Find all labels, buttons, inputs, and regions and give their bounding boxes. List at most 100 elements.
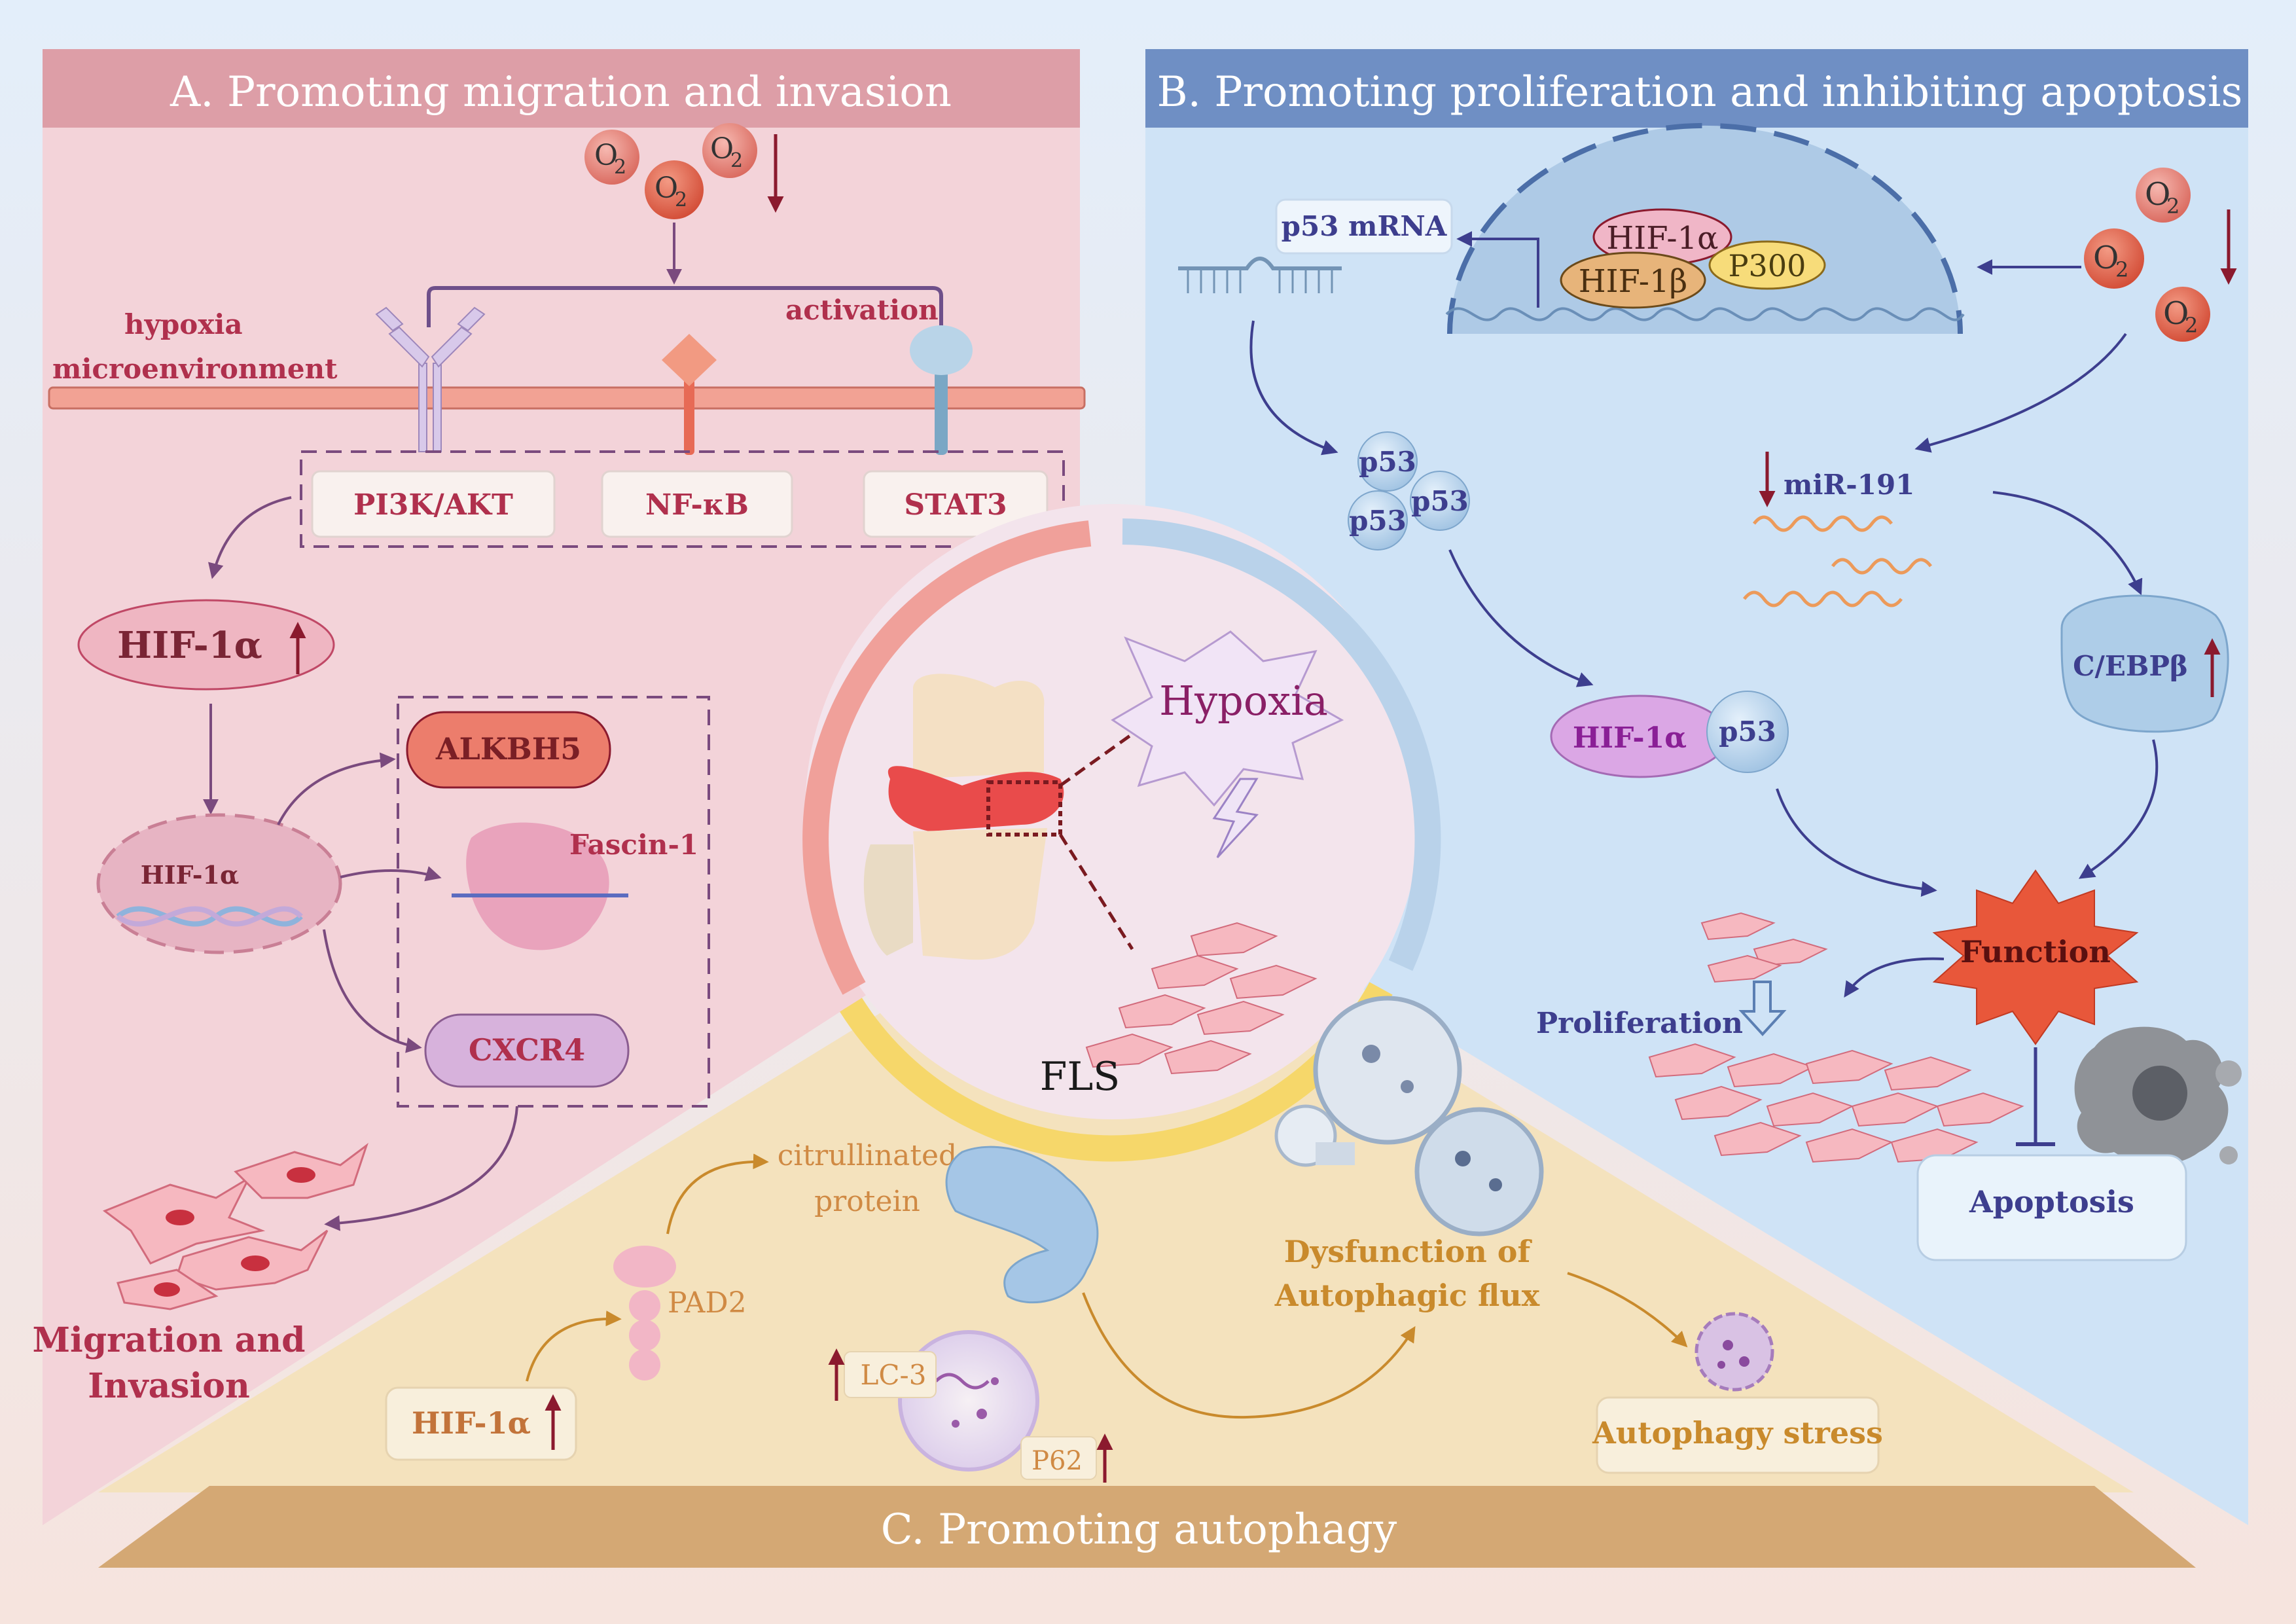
svg-text:2: 2	[730, 149, 743, 172]
autophagy-stress-label: Autophagy stress	[1592, 1415, 1883, 1451]
svg-text:HIF-1α: HIF-1α	[1606, 220, 1718, 257]
fls-cells-icon	[1085, 922, 1318, 1075]
pathway-box	[300, 450, 1065, 548]
svg-text:2: 2	[2166, 194, 2179, 219]
activation-bracket	[427, 286, 943, 327]
apoptotic-cell-icon	[2074, 1026, 2242, 1164]
nfkb-box: NF-κB	[601, 470, 793, 538]
hif1a-label: HIF-1α	[117, 624, 262, 667]
arrow	[277, 752, 396, 825]
pad2-enzyme-icon	[613, 1246, 676, 1380]
pi3k-akt-label: PI3K/AKT	[353, 488, 513, 522]
arrow	[526, 1310, 622, 1382]
o2-molecule: O 2	[2136, 168, 2191, 223]
hypoxia-burst: Hypoxia	[1111, 630, 1344, 807]
proliferation-label: Proliferation	[1536, 1007, 1743, 1040]
arrow	[324, 1106, 518, 1231]
fascin-label: Fascin-1	[569, 829, 698, 861]
apoptosis-box: Apoptosis	[1916, 1154, 2187, 1261]
hypoxia-label: hypoxia	[124, 308, 243, 340]
arrow	[1914, 333, 2127, 453]
fls-label: FLS	[1040, 1054, 1121, 1100]
arrow	[1448, 549, 1594, 687]
svg-text:p53: p53	[1719, 715, 1776, 748]
pad2-label: PAD2	[668, 1286, 747, 1320]
svg-text:O: O	[2145, 176, 2170, 213]
autolysosome-icon	[1274, 996, 1544, 1236]
p53-protein-cluster: p53 p53 p53	[1348, 431, 1470, 550]
cell-membrane	[48, 386, 1086, 410]
arc-red	[802, 520, 1092, 995]
cebpb-protein: C/EBPβ	[2060, 594, 2229, 733]
arrow	[1456, 231, 1539, 308]
citrullinated-protein-icon	[945, 1146, 1099, 1304]
migration-label: Migration and	[33, 1320, 306, 1360]
cxcr4-label: CXCR4	[469, 1032, 585, 1068]
alkbh5-label: ALKBH5	[435, 731, 581, 767]
svg-text:LC-3: LC-3	[861, 1359, 927, 1391]
nucleus-hif1a-label: HIF-1α	[141, 860, 239, 890]
function-label: Function	[1960, 934, 2111, 969]
p62-box: P62	[1020, 1434, 1113, 1483]
p300-ellipse: P300	[1708, 240, 1826, 290]
microenvironment-label: microenvironment	[52, 353, 338, 385]
panel-b-header	[1145, 49, 2248, 128]
arrow	[1776, 788, 1937, 897]
panel-c-header	[98, 1486, 2196, 1568]
activation-label: activation	[785, 294, 939, 326]
panel-c-title: C. Promoting autophagy	[881, 1506, 1397, 1554]
panel-c-background	[98, 871, 2134, 1492]
arrow	[2078, 739, 2159, 879]
hif1a-box-c: HIF-1α	[385, 1386, 577, 1461]
svg-text:HIF-1β: HIF-1β	[1579, 263, 1687, 300]
o2-molecule: O 2	[584, 130, 639, 185]
center-circle	[805, 504, 1420, 1119]
arrow	[1082, 1292, 1416, 1419]
svg-text:p53: p53	[1349, 505, 1407, 537]
invasion-label: Invasion	[88, 1366, 250, 1406]
mir191-label: miR-191	[1784, 469, 1914, 501]
svg-text:2: 2	[2185, 313, 2198, 338]
cxcr4-box: CXCR4	[424, 1013, 630, 1088]
o2-molecule: O 2	[702, 123, 757, 178]
arrow	[1567, 1272, 1688, 1348]
svg-text:2: 2	[675, 189, 687, 211]
nfkb-label: NF-κB	[645, 488, 749, 522]
receptor-icon	[910, 325, 973, 455]
knee-joint-icon	[863, 674, 1064, 960]
hypoxia-label: Hypoxia	[1159, 677, 1328, 725]
arrow	[1844, 957, 1945, 998]
svg-text:p53: p53	[1411, 485, 1469, 517]
svg-text:p53: p53	[1359, 446, 1416, 478]
fascin-protein-icon	[452, 822, 628, 950]
lightning-icon	[1212, 778, 1259, 859]
nucleus-dna: HIF-1α	[96, 813, 342, 954]
arrow	[1992, 491, 2143, 596]
svg-text:O: O	[2093, 240, 2119, 276]
svg-text:HIF-1α: HIF-1α	[1573, 721, 1687, 755]
mirna-icon	[1743, 515, 1932, 607]
o2-molecule: O 2	[645, 160, 704, 219]
apoptosis-label: Apoptosis	[1969, 1184, 2134, 1219]
stat3-label: STAT3	[904, 488, 1007, 522]
protein-label: protein	[814, 1185, 920, 1218]
svg-text:2: 2	[614, 156, 626, 179]
autophagic-flux-label: Autophagic flux	[1274, 1278, 1540, 1313]
stat3-box: STAT3	[863, 470, 1049, 538]
svg-text:O: O	[594, 139, 618, 172]
arrow	[340, 866, 442, 882]
p53-mrna-box: p53 mRNA	[1275, 198, 1453, 255]
svg-text:2: 2	[2115, 257, 2128, 282]
fibroblast-cells-icon	[102, 1142, 368, 1310]
svg-text:O: O	[710, 132, 734, 166]
function-burst: Function	[1932, 869, 2139, 1045]
svg-text:O: O	[2163, 295, 2189, 332]
hif1b-ellipse: HIF-1β	[1560, 251, 1706, 309]
pi3k-akt-box: PI3K/AKT	[311, 470, 556, 538]
p53-mrna-label: p53 mRNA	[1282, 210, 1448, 242]
panel-b-title: B. Promoting proliferation and inhibitin…	[1157, 68, 2243, 117]
o2-molecule: O 2	[2155, 287, 2210, 342]
svg-text:P62: P62	[1031, 1446, 1083, 1476]
hif1a-oval: HIF-1α	[77, 599, 335, 691]
